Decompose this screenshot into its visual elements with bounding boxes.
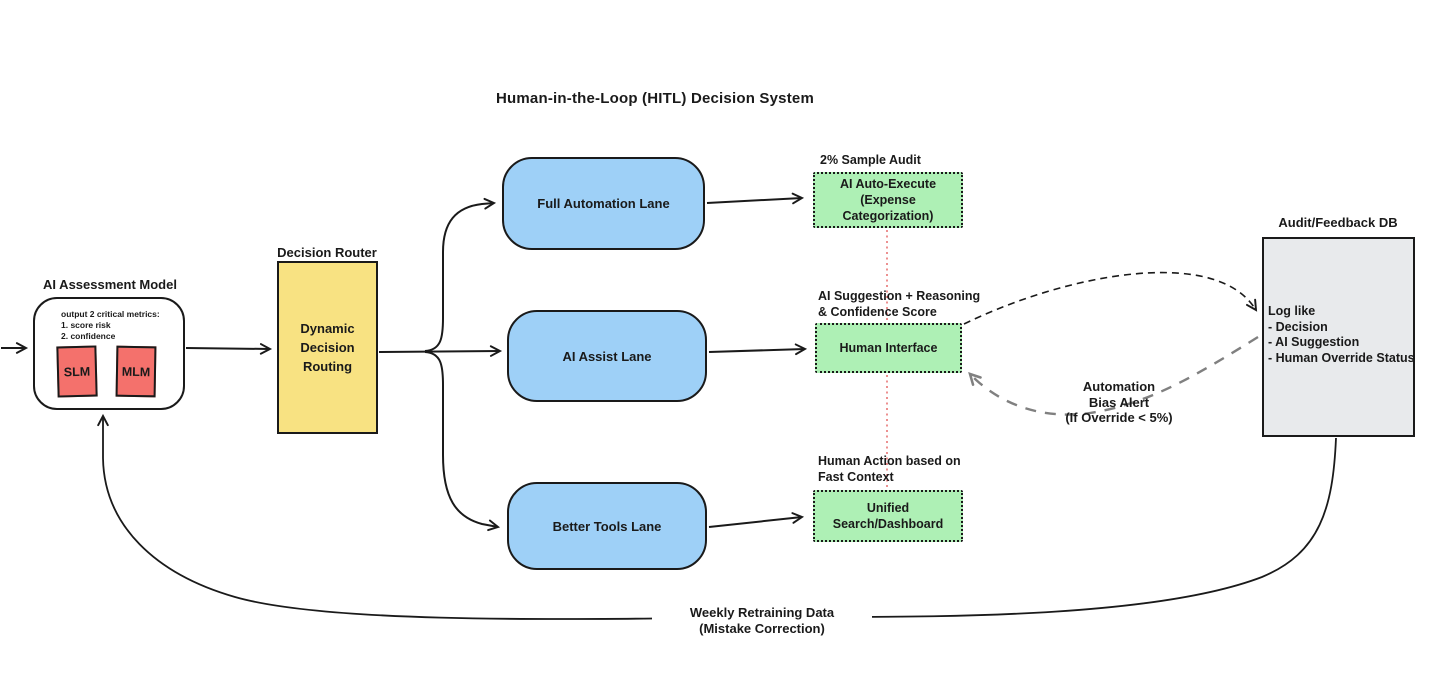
- ai-assist-lane-label: AI Assist Lane: [562, 348, 652, 364]
- arrow-branch-to-full-lane: [424, 197, 497, 352]
- weekly-retraining-annotation: Weekly Retraining Data (Mistake Correcti…: [652, 604, 872, 638]
- decision-router-label: Decision Router: [277, 245, 377, 260]
- full-automation-lane-label: Full Automation Lane: [537, 196, 670, 211]
- mlm-label: MLM: [121, 364, 151, 379]
- audit-db-log-text: Log like - Decision - AI Suggestion - Hu…: [1268, 304, 1415, 365]
- slm-label: SLM: [63, 364, 91, 379]
- slm-box: SLM: [56, 345, 98, 398]
- arrow-full-lane-to-autoexec: [706, 192, 805, 205]
- arrow-feedback-loop: [97, 413, 1337, 620]
- better-tools-lane-label: Better Tools Lane: [552, 518, 662, 534]
- audit-feedback-db-label: Audit/Feedback DB: [1278, 215, 1398, 230]
- better-tools-lane-node: Better Tools Lane: [507, 482, 707, 570]
- arrow-model-to-router: [185, 343, 273, 355]
- ai-model-metrics-note: output 2 critical metrics: 1. score risk…: [61, 309, 160, 341]
- human-interface-label: Human Interface: [839, 341, 938, 355]
- diagram-title: Human-in-the-Loop (HITL) Decision System: [495, 90, 814, 107]
- ai-assessment-model-label: AI Assessment Model: [43, 277, 177, 292]
- unified-search-dashboard-node: Unified Search/Dashboard: [813, 490, 963, 542]
- arrow-assist-lane-to-interface: [708, 343, 808, 356]
- full-automation-lane-node: Full Automation Lane: [502, 157, 705, 250]
- arrow-branch-to-tools-lane: [424, 351, 501, 532]
- ai-assist-lane-node: AI Assist Lane: [507, 310, 707, 402]
- human-interface-node: Human Interface: [815, 323, 962, 373]
- arrow-tools-lane-to-search: [708, 512, 805, 528]
- ai-suggestion-caption: AI Suggestion + Reasoning & Confidence S…: [818, 289, 981, 319]
- ai-auto-execute-node: AI Auto-Execute (Expense Categorization): [813, 172, 963, 228]
- mlm-box: MLM: [115, 345, 157, 398]
- audit-feedback-db-node: [1262, 237, 1415, 437]
- decision-router-node: Dynamic Decision Routing: [277, 261, 378, 434]
- sample-audit-caption: 2% Sample Audit: [820, 153, 921, 167]
- automation-bias-alert-annotation: Automation Bias Alert (If Override < 5%): [1065, 379, 1173, 425]
- human-action-caption: Human Action based on Fast Context: [818, 454, 961, 484]
- arrow-router-to-assist-lane: [378, 345, 503, 357]
